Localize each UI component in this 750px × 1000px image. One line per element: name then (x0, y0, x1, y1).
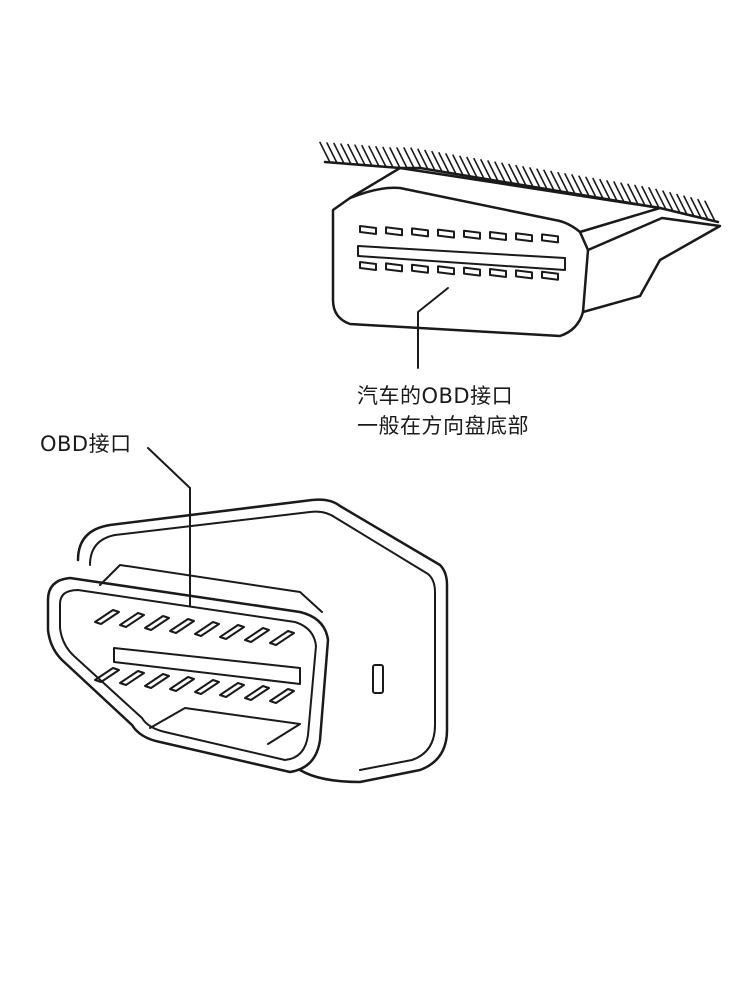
car-port-label-line2: 一般在方向盘底部 (357, 414, 529, 438)
dashboard-surface (319, 141, 720, 224)
obd-dongle (46, 498, 449, 784)
car-port-label-line1: 汽车的OBD接口 (357, 384, 514, 408)
obd-device-label: OBD接口 (40, 432, 132, 456)
leader-line-obd-device (147, 447, 191, 607)
leader-line-car-port (417, 287, 449, 369)
car-obd-port (331, 166, 722, 338)
